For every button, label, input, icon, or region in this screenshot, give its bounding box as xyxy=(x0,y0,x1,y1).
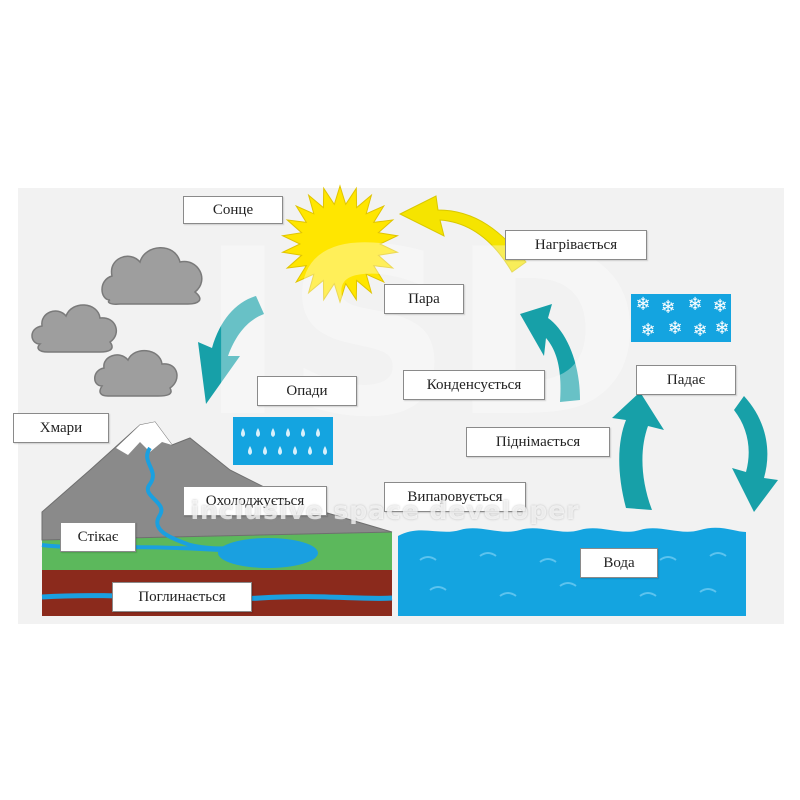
snow-card: ❄❄❄❄ ❄❄❄❄ xyxy=(631,294,731,342)
svg-text:❄: ❄ xyxy=(660,297,675,318)
mountain-snow-cap xyxy=(116,422,172,455)
label-condenses: Конденсується xyxy=(403,370,545,400)
svg-text:❄: ❄ xyxy=(667,318,682,339)
label-sun: Сонце xyxy=(183,196,283,224)
svg-text:❄: ❄ xyxy=(712,296,727,317)
curved-arrow-teal-condense xyxy=(520,304,580,402)
cloud-icon xyxy=(94,350,178,397)
cloud-icon xyxy=(101,247,203,305)
svg-text:❄: ❄ xyxy=(687,294,702,315)
label-vapor: Пара xyxy=(384,284,464,314)
water-body xyxy=(398,527,746,616)
snowflake-icons: ❄❄❄❄ ❄❄❄❄ xyxy=(635,294,729,341)
svg-text:❄: ❄ xyxy=(640,320,655,341)
label-water: Вода xyxy=(580,548,658,578)
curved-arrow-teal-clouds xyxy=(198,296,264,404)
rain-card xyxy=(233,417,333,465)
wave-lines xyxy=(419,552,727,597)
watermark-text: inclusive space developer xyxy=(190,496,580,525)
curved-arrow-teal-fall xyxy=(732,396,778,512)
svg-text:❄: ❄ xyxy=(692,320,707,341)
underground-stream xyxy=(41,593,393,602)
label-evaporates: Випаровується xyxy=(384,482,526,512)
sun-icon xyxy=(280,184,400,304)
svg-text:❄: ❄ xyxy=(714,318,729,339)
label-falls: Падає xyxy=(636,365,736,395)
clouds-group xyxy=(31,247,203,397)
label-precipitation: Опади xyxy=(257,376,357,406)
curved-arrow-teal-rise xyxy=(612,392,664,510)
label-cools: Охолоджується xyxy=(183,486,327,516)
raindrop-icons xyxy=(241,428,327,455)
label-absorbed: Поглинається xyxy=(112,582,252,612)
lake xyxy=(218,538,318,568)
label-flows: Стікає xyxy=(60,522,136,552)
water-block xyxy=(398,527,746,616)
label-heats: Нагрівається xyxy=(505,230,647,260)
label-rises: Піднімається xyxy=(466,427,610,457)
cloud-icon xyxy=(31,304,118,353)
svg-text:❄: ❄ xyxy=(635,294,650,315)
label-clouds: Хмари xyxy=(13,413,109,443)
